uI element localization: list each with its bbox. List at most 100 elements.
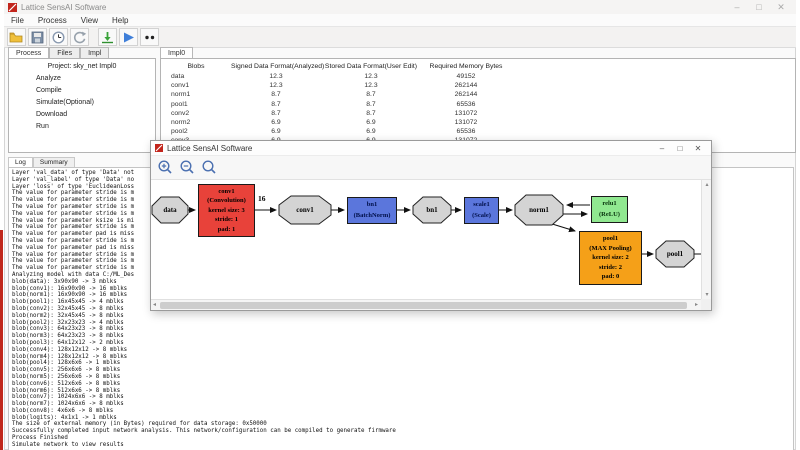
- table-cell: 8.7: [271, 100, 281, 108]
- log-line: Layer 'val_data' of type 'Data' not: [12, 170, 135, 176]
- background-red-strip: [0, 230, 3, 450]
- layer-node-bn1[interactable]: bn1 (BatchNorm): [347, 197, 397, 224]
- log-tab-strip: Log Summary: [8, 157, 75, 169]
- popup-minimize-button[interactable]: –: [659, 144, 665, 153]
- log-line: The size of external memory (in Bytes) r…: [12, 421, 267, 428]
- popup-window-title: Lattice SensAI Software: [167, 143, 253, 153]
- log-line: Analyzing model with data C:/ML_Des: [12, 271, 135, 278]
- log-line: The value for parameter stride is m: [12, 265, 135, 272]
- scroll-down-icon[interactable]: ▾: [705, 292, 709, 298]
- save-button[interactable]: [28, 28, 47, 46]
- network-graph-window: Lattice SensAI Software – □ ✕: [150, 140, 712, 311]
- graph-canvas[interactable]: 16 data conv1 bn1 norm1 pool1 conv1 (Con…: [151, 180, 701, 299]
- scroll-up-icon[interactable]: ▴: [705, 182, 709, 188]
- table-cell: 49152: [456, 73, 476, 80]
- log-line: The value for parameter stride is m: [12, 190, 135, 197]
- zoom-reset-button[interactable]: [200, 159, 218, 177]
- minimize-button[interactable]: –: [734, 2, 740, 12]
- run-button[interactable]: [119, 28, 138, 46]
- download-button[interactable]: [98, 28, 117, 46]
- log-line: The value for parameter stride is m: [12, 251, 135, 258]
- blob-node-pool1[interactable]: [655, 240, 695, 268]
- refresh-button[interactable]: [70, 28, 89, 46]
- blob-label-conv1: conv1: [296, 206, 314, 214]
- menu-process[interactable]: Process: [37, 15, 67, 25]
- col-header-stored-format[interactable]: Stored Data Format(User Edit): [324, 63, 418, 70]
- menu-help[interactable]: Help: [112, 15, 129, 25]
- table-cell: conv1: [171, 82, 190, 90]
- zoom-in-icon: [157, 160, 172, 174]
- log-line: Simulate network to view results: [12, 441, 124, 448]
- tree-item-compile[interactable]: Compile: [36, 87, 62, 94]
- log-line: blob(norm1): 16x90x90 -> 16 mblks: [12, 292, 128, 299]
- popup-vertical-scrollbar[interactable]: ▴ ▾: [701, 180, 711, 299]
- project-tree-panel: Project: sky_net Impl0 Analyze Compile S…: [8, 58, 156, 153]
- tree-item-simulate[interactable]: Simulate(Optional): [36, 99, 94, 106]
- log-line: Layer 'loss' of type 'EuclideanLoss: [12, 183, 135, 190]
- log-line: blob(conv1): 16x90x90 -> 16 mblks: [12, 285, 128, 292]
- log-line: blob(norm2): 32x45x45 -> 8 mblks: [12, 312, 124, 319]
- menu-view[interactable]: View: [80, 15, 98, 25]
- close-button[interactable]: ✕: [777, 2, 785, 12]
- layer-node-pool1[interactable]: pool1 (MAX Pooling) kernel size: 2 strid…: [579, 231, 642, 285]
- tab-files[interactable]: Files: [49, 47, 81, 61]
- layer-node-relu1[interactable]: relu1 (ReLU): [591, 196, 628, 223]
- popup-close-button[interactable]: ✕: [694, 144, 702, 153]
- scroll-left-icon[interactable]: ◂: [153, 302, 157, 308]
- scrollbar-corner: [701, 299, 711, 310]
- table-cell: pool1: [171, 100, 188, 108]
- col-header-blobs[interactable]: Blobs: [187, 63, 205, 70]
- log-line: The value for parameter stride is m: [12, 203, 135, 210]
- log-line: blob(pool2): 32x23x23 -> 4 mblks: [12, 319, 124, 326]
- table-cell: 8.7: [271, 91, 281, 99]
- popup-titlebar[interactable]: Lattice SensAI Software – □ ✕: [151, 141, 711, 156]
- app-logo-icon: [155, 144, 163, 152]
- log-line: blob(data): 3x90x90 -> 3 mblks: [12, 278, 117, 285]
- tree-item-run[interactable]: Run: [36, 123, 49, 130]
- layer-node-conv1[interactable]: conv1 (Convolution) kernel size: 3 strid…: [198, 184, 255, 237]
- log-line: Process Finished: [12, 435, 68, 442]
- open-project-button[interactable]: [7, 28, 26, 46]
- zoom-out-icon: [179, 160, 194, 174]
- log-line: blob(conv2): 32x45x45 -> 8 mblks: [12, 305, 124, 312]
- layer-node-scale1[interactable]: scale1 (Scale): [464, 197, 499, 224]
- blob-node-conv1[interactable]: [278, 195, 332, 225]
- blob-table-panel: Blobs Signed Data Format(Analyzed) Store…: [160, 58, 796, 153]
- popup-horizontal-scrollbar[interactable]: ◂ ▸: [151, 299, 701, 310]
- col-header-signed-format[interactable]: Signed Data Format(Analyzed): [231, 63, 325, 70]
- scrollbar-thumb[interactable]: [160, 302, 687, 309]
- table-cell: norm2: [171, 119, 191, 127]
- menubar: File Process View Help: [4, 14, 796, 27]
- maximize-button[interactable]: □: [756, 2, 762, 12]
- blob-label-data: data: [163, 206, 177, 214]
- scroll-right-icon[interactable]: ▸: [694, 302, 698, 308]
- table-cell: norm1: [171, 91, 191, 99]
- log-line: blob(logits): 4x1x1 -> 1 mblks: [12, 414, 117, 421]
- log-line: Successfully completed input network ana…: [12, 428, 396, 435]
- blob-node-bn1[interactable]: [412, 196, 452, 224]
- blob-label-norm1: norm1: [529, 206, 549, 214]
- blob-node-norm1[interactable]: [514, 194, 564, 226]
- blob-node-data[interactable]: [151, 196, 189, 224]
- tab-impl[interactable]: Impl: [80, 47, 110, 61]
- log-line: blob(conv3): 64x23x23 -> 8 mblks: [12, 326, 124, 333]
- menu-file[interactable]: File: [11, 15, 24, 25]
- zoom-in-button[interactable]: [156, 159, 174, 177]
- popup-maximize-button[interactable]: □: [677, 144, 683, 153]
- tab-summary[interactable]: Summary: [32, 157, 75, 169]
- col-header-required-memory[interactable]: Required Memory Bytes: [429, 63, 503, 70]
- table-cell: 6.9: [366, 119, 376, 127]
- zoom-out-button[interactable]: [178, 159, 196, 177]
- tree-item-download[interactable]: Download: [36, 111, 68, 118]
- debug-step-button[interactable]: [140, 28, 159, 46]
- save-icon: [31, 31, 44, 43]
- history-button[interactable]: [49, 28, 68, 46]
- tree-item-analyze[interactable]: Analyze: [36, 75, 61, 82]
